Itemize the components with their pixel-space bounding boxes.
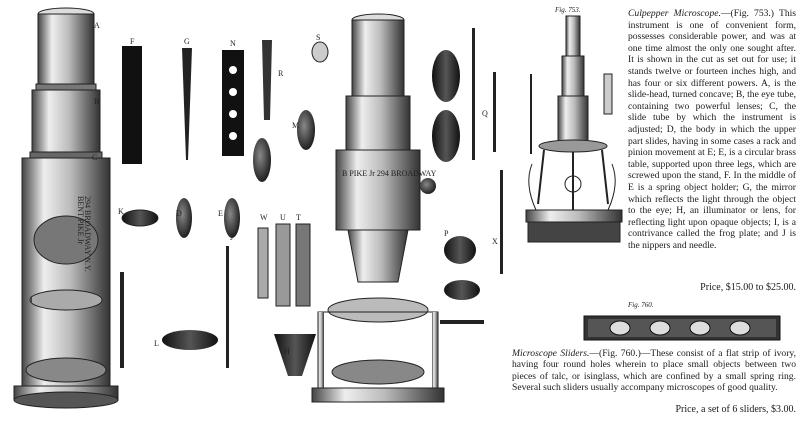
culpepper-price-label: Price, bbox=[700, 282, 724, 293]
rod-q2 bbox=[493, 72, 496, 152]
sliders-description: Microscope Sliders.—(Fig. 760.)—These co… bbox=[512, 348, 796, 394]
forceps-g bbox=[182, 48, 192, 160]
svg-text:L: L bbox=[154, 339, 159, 348]
svg-text:G: G bbox=[184, 37, 190, 46]
left-tube-inscription: BENT PIKE Jr 294 BROADWAY N.Y. bbox=[76, 196, 92, 272]
culpepper-price-line: Price, $15.00 to $25.00. bbox=[628, 282, 796, 293]
culpepper-microscope-illustration bbox=[525, 15, 623, 243]
svg-text:A: A bbox=[94, 21, 100, 30]
cone-h bbox=[274, 334, 316, 376]
svg-text:N: N bbox=[230, 39, 236, 48]
culpepper-fig-ref: —(Fig. 753.) bbox=[720, 8, 775, 19]
culpepper-description: Culpepper Microscope.—(Fig. 753.) This i… bbox=[628, 8, 796, 251]
lens-d bbox=[176, 198, 192, 238]
svg-text:F: F bbox=[130, 37, 135, 46]
engraving-plate: BENT PIKE Jr 294 BROADWAY N.Y. B PIKE Jr… bbox=[13, 7, 503, 409]
svg-text:P: P bbox=[444, 229, 449, 238]
culpepper-body: This instrument is one of convenient for… bbox=[628, 8, 797, 251]
slide-w bbox=[257, 227, 269, 299]
svg-text:K: K bbox=[118, 207, 124, 216]
lens-l bbox=[253, 138, 271, 182]
objective-p bbox=[444, 236, 476, 264]
svg-text:Q: Q bbox=[482, 109, 488, 118]
slider-f bbox=[122, 46, 142, 164]
fig760-label: Fig. 760. bbox=[628, 301, 654, 309]
drum-n bbox=[432, 50, 460, 102]
slider-n bbox=[222, 50, 244, 156]
sliders-price-line: Price, a set of 6 sliders, $3.00. bbox=[512, 404, 796, 415]
needle-j bbox=[226, 246, 229, 368]
slider-illustration bbox=[583, 315, 781, 341]
svg-text:BENT PIKE Jr: BENT PIKE Jr bbox=[76, 196, 85, 245]
drum-o bbox=[432, 110, 460, 162]
knob-d bbox=[420, 178, 436, 194]
slide-t bbox=[295, 223, 311, 307]
sliders-price: $3.00. bbox=[771, 404, 796, 415]
sliders-fig-ref: —(Fig. 760.) bbox=[589, 348, 641, 359]
eyepiece-k bbox=[121, 209, 159, 227]
culpepper-title: Culpepper Microscope. bbox=[628, 8, 721, 19]
svg-text:B: B bbox=[94, 97, 99, 106]
svg-text:J: J bbox=[230, 233, 233, 242]
sliders-title: Microscope Sliders. bbox=[512, 348, 590, 359]
sliders-price-label: Price, a set of 6 sliders, bbox=[675, 404, 769, 415]
svg-text:I: I bbox=[30, 295, 33, 304]
svg-text:W: W bbox=[260, 213, 268, 222]
svg-text:C: C bbox=[92, 153, 97, 162]
sliders-body: —These consist of a flat strip of ivory,… bbox=[512, 348, 796, 394]
center-microscope: B PIKE Jr 294 BROADWAY bbox=[311, 13, 445, 403]
svg-text:X: X bbox=[492, 237, 498, 246]
svg-text:M: M bbox=[292, 121, 299, 130]
mirror-t bbox=[444, 280, 480, 300]
svg-text:H: H bbox=[284, 347, 290, 356]
svg-text:S: S bbox=[316, 33, 320, 42]
ring-l bbox=[162, 330, 218, 350]
svg-text:294 BROADWAY N.Y.: 294 BROADWAY N.Y. bbox=[83, 196, 92, 272]
fig753-label: Fig. 753. bbox=[555, 6, 581, 14]
cap-s bbox=[311, 41, 329, 63]
rod-q bbox=[472, 28, 475, 160]
svg-text:U: U bbox=[280, 213, 286, 222]
svg-text:O: O bbox=[434, 123, 440, 132]
left-microscope: BENT PIKE Jr 294 BROADWAY N.Y. bbox=[13, 7, 119, 409]
nippers-r bbox=[262, 40, 272, 120]
lens-e bbox=[224, 198, 240, 238]
center-tube-inscription: B PIKE Jr 294 BROADWAY bbox=[342, 169, 437, 178]
rod-x bbox=[500, 170, 503, 274]
svg-text:D: D bbox=[176, 209, 182, 218]
svg-text:E: E bbox=[218, 209, 223, 218]
part-letters: A B C D E F G H I J K L M N O P Q R S T … bbox=[30, 21, 498, 356]
svg-text:T: T bbox=[296, 213, 301, 222]
clip-k bbox=[440, 320, 484, 324]
culpepper-price: $15.00 to $25.00. bbox=[725, 282, 796, 293]
stand-piece bbox=[120, 272, 124, 368]
slide-u bbox=[275, 223, 291, 307]
lens-m bbox=[297, 110, 315, 150]
svg-text:R: R bbox=[278, 69, 284, 78]
